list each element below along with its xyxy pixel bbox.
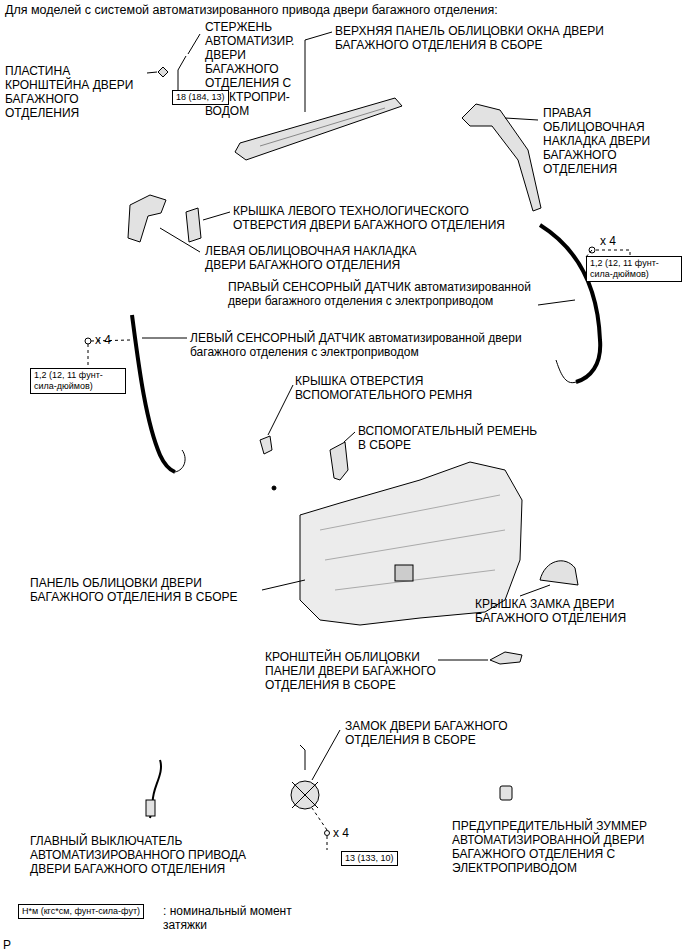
sensor-wire xyxy=(556,360,576,383)
part-label: КРЫШКА ЗАМКА ДВЕРИ БАГАЖНОГО ОТДЕЛЕНИЯ xyxy=(475,597,675,625)
part-label: ПЛАСТИНА КРОНШТЕЙНА ДВЕРИ БАГАЖНОГО ОТДЕ… xyxy=(5,64,145,120)
leader-line xyxy=(520,585,550,596)
left-sensor xyxy=(132,315,175,472)
part-label: ГЛАВНЫЙ ВЫКЛЮЧАТЕЛЬ АВТОМАТИЗИРОВАННОГО … xyxy=(30,834,265,876)
legend-torque-box: Н*м (кгс*см, фунт-сила-фут) xyxy=(18,904,144,919)
screw xyxy=(85,338,91,344)
part-label: : номинальный момент затяжки xyxy=(163,904,293,932)
torque-value: Н*м (кгс*см, фунт-сила-фут) xyxy=(22,906,140,917)
torque-box: 13 (133, 10) xyxy=(341,851,398,866)
part-label: КРЫШКА ЛЕВОГО ТЕХНОЛОГИЧЕСКОГО ОТВЕРСТИЯ… xyxy=(233,204,533,232)
part-label: ЛЕВЫЙ СЕНСОРНЫЙ ДАТЧИК автоматизированно… xyxy=(190,331,540,359)
bolt xyxy=(325,831,330,836)
panel-detail xyxy=(320,495,505,590)
torque-box: 1,2 (12, 11 фунт-сила-дюймов) xyxy=(30,368,126,394)
leader-line xyxy=(160,228,200,252)
part-label: ЛЕВАЯ ОБЛИЦОВОЧНАЯ НАКЛАДКА ДВЕРИ БАГАЖН… xyxy=(205,244,445,272)
main-switch xyxy=(146,800,155,816)
part-label: ПРАВЫЙ СЕНСОРНЫЙ ДАТЧИК автоматизированн… xyxy=(228,280,548,308)
part-label: ПАНЕЛЬ ОБЛИЦОВКИ ДВЕРИ БАГАЖНОГО ОТДЕЛЕН… xyxy=(30,576,270,604)
bracket-plate xyxy=(158,67,168,77)
leader-line xyxy=(262,580,305,590)
leader-line xyxy=(203,212,230,220)
leader-line xyxy=(344,432,355,442)
torque-value: 13 (133, 10) xyxy=(345,853,394,864)
panel-detail xyxy=(260,108,385,146)
torque-value: 1,2 (12, 11 фунт-сила-дюймов) xyxy=(34,370,122,392)
leader-line xyxy=(312,730,340,780)
part-label: ПРЕДУПРЕДИТЕЛЬНЫЙ ЗУММЕР АВТОМАТИЗИРОВАН… xyxy=(452,819,672,875)
torque-box: 1,2 (12, 11 фунт-сила-дюймов) xyxy=(586,256,682,282)
torque-box: 18 (184, 13) xyxy=(172,90,229,105)
part-label: КРЫШКА ОТВЕРСТИЯ ВСПОМОГАТЕЛЬНОГО РЕМНЯ xyxy=(295,374,505,402)
lock-cover xyxy=(540,561,578,585)
leader-line xyxy=(188,34,200,54)
right-garnish xyxy=(462,104,541,211)
torque-value: 18 (184, 13) xyxy=(176,92,225,103)
part-label: x 4 xyxy=(600,234,630,248)
leader-line xyxy=(438,660,488,661)
page-mark: P xyxy=(3,938,18,952)
part-label: ВСПОМОГАТЕЛЬНЫЙ РЕМЕНЬ В СБОРЕ xyxy=(358,424,538,452)
trim-bracket xyxy=(490,652,522,664)
hole-cover xyxy=(186,208,201,242)
part-label: ЗАМОК ДВЕРИ БАГАЖНОГО ОТДЕЛЕНИЯ В СБОРЕ xyxy=(345,719,535,747)
clip xyxy=(272,486,276,490)
diagram-title: Для моделей с системой автоматизированно… xyxy=(5,3,498,18)
strap-hole-cover xyxy=(260,436,272,454)
panel-handle xyxy=(395,565,413,581)
part-label: ВЕРХНЯЯ ПАНЕЛЬ ОБЛИЦОВКИ ОКНА ДВЕРИ БАГА… xyxy=(335,24,635,52)
sensor-wire xyxy=(175,450,185,472)
leader-line xyxy=(268,385,293,435)
warning-buzzer xyxy=(500,786,512,800)
left-garnish xyxy=(128,195,166,242)
aux-strap xyxy=(330,442,348,480)
leader-line xyxy=(305,32,332,112)
leader-line xyxy=(312,808,327,850)
leader-line xyxy=(142,338,187,339)
part-label: x 4 xyxy=(95,333,125,347)
leader-line xyxy=(505,118,538,120)
leader-line xyxy=(538,300,575,305)
part-label: ПРАВАЯ ОБЛИЦОВОЧНАЯ НАКЛАДКА ДВЕРИ БАГАЖ… xyxy=(543,106,683,176)
leader-line xyxy=(147,72,157,73)
damper-rod xyxy=(178,56,186,90)
part-label: КРОНШТЕЙН ОБЛИЦОВКИ ПАНЕЛИ ДВЕРИ БАГАЖНО… xyxy=(265,650,440,692)
torque-value: 1,2 (12, 11 фунт-сила-дюймов) xyxy=(590,258,678,280)
upper-panel xyxy=(235,98,402,160)
part-label: x 4 xyxy=(333,826,363,840)
